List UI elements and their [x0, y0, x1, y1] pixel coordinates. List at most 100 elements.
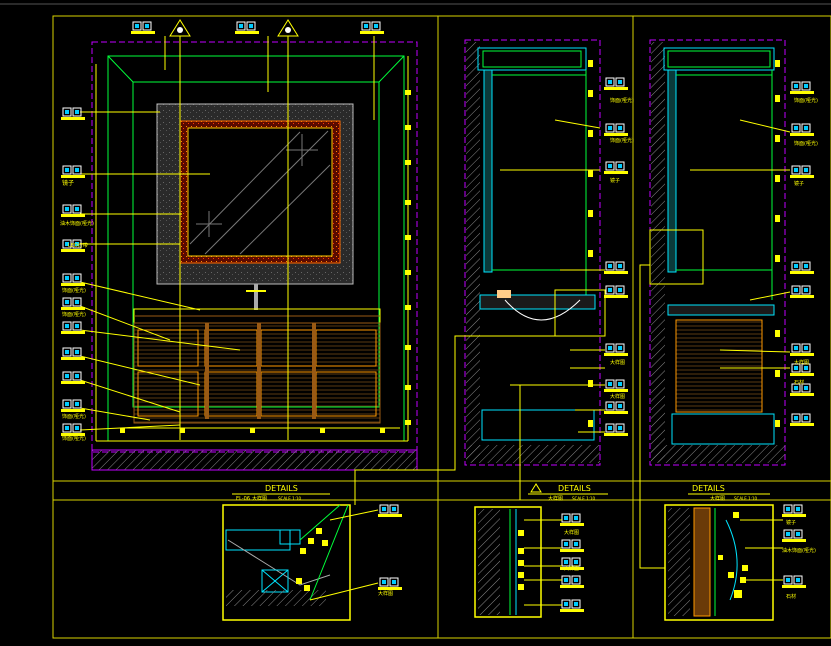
detail-callout — [554, 289, 606, 337]
title-heading: DETAILS — [265, 484, 298, 493]
elevation-boundary — [91, 41, 418, 453]
annotation-tag — [560, 599, 584, 612]
ceiling-cabinet — [663, 47, 775, 71]
title-right: DETAILS 大样图 SCALE 1:10 — [688, 484, 770, 502]
annotation-tag — [560, 513, 584, 526]
label-detail: 大样图 — [610, 359, 625, 366]
label-detail: 大样图 — [794, 359, 809, 366]
label-mirror: 镜子 — [794, 180, 804, 187]
annotation-tag — [782, 504, 806, 517]
label-detail: 大样图 — [564, 529, 579, 536]
annotation-tag — [790, 383, 814, 396]
annotation-tag — [61, 399, 85, 412]
annotation-tag — [790, 363, 814, 376]
mirror-panel-section — [483, 69, 493, 273]
annotation-tag — [782, 529, 806, 542]
label-veneer: 饰面(哑光) — [62, 311, 86, 318]
annotation-tag — [604, 379, 628, 392]
detail-callout — [649, 229, 704, 285]
label-finish: 饰面(哑光) — [794, 140, 818, 147]
floor-band — [91, 449, 418, 471]
label-detail: 大样图 — [610, 393, 625, 400]
annotation-tag — [360, 21, 384, 34]
right-section — [639, 39, 791, 569]
annotation-tag — [604, 123, 628, 136]
annotation-tag — [604, 161, 628, 174]
section-marker — [277, 19, 299, 37]
label-mirror-frame: 油木饰面(哑光) — [60, 220, 94, 227]
label-finish: 饰面(哑光) — [610, 137, 634, 144]
label-veneer: 饰面(哑光) — [62, 435, 86, 442]
annotation-tag — [61, 347, 85, 360]
faucet — [254, 284, 258, 310]
annotation-tag — [790, 343, 814, 356]
annotation-tag — [61, 239, 85, 252]
annotation-tag — [378, 577, 402, 590]
label-stone: 石材 — [794, 379, 804, 386]
label-stone: 石材 — [786, 593, 796, 600]
detail-1: 大样图 — [222, 504, 393, 621]
title-name: 大样图 — [548, 495, 563, 502]
annotation-tag — [604, 77, 628, 90]
annotation-tag — [604, 285, 628, 298]
title-name: 大样图 — [252, 495, 267, 502]
label-mirror: 镜子 — [610, 177, 620, 184]
annotation-tag — [61, 423, 85, 436]
annotation-tag — [790, 413, 814, 426]
title-scale: SCALE 1:10 — [734, 496, 758, 501]
title-scale: SCALE 1:10 — [278, 496, 302, 501]
middle-annotations: 饰面(哑光) 饰面(哑光) 镜子 大样图 大样图 — [610, 97, 634, 400]
annotation-tag — [131, 21, 155, 34]
detail-2: 大样图 大样图 — [474, 506, 579, 618]
annotation-tag — [604, 261, 628, 274]
title-middle: DETAILS 大样图 SCALE 1:10 — [528, 483, 608, 502]
annotation-tag — [61, 273, 85, 286]
title-left: DETAILS EL-06 大样图 SCALE 1:10 — [232, 484, 330, 502]
annotation-tag — [604, 343, 628, 356]
label-detail: 大样图 — [378, 590, 393, 597]
annotation-tag — [790, 123, 814, 136]
wall-hatch — [651, 42, 665, 462]
annotation-tag — [604, 401, 628, 414]
vanity-cabinet-side — [675, 319, 763, 413]
annotation-tag — [61, 297, 85, 310]
left-annotations: 镜子 油木饰面(哑光) LED灯带 饰面(哑光) 饰面(哑光) 饰面(哑光) 饰… — [60, 179, 94, 442]
annotation-tag — [604, 423, 628, 436]
right-annotations: 饰面(哑光) 饰面(哑光) 镜子 大样图 石材 — [794, 97, 818, 386]
mirror-glass — [187, 127, 333, 257]
title-code: EL-06 — [236, 496, 250, 502]
detail-3: 镜子 油木饰面(哑光) 石材 — [664, 504, 816, 621]
label-mirror: 镜子 — [786, 519, 796, 526]
annotation-tags — [61, 21, 814, 612]
annotation-tag — [61, 204, 85, 217]
title-heading: DETAILS — [558, 484, 591, 493]
annotation-tag — [790, 165, 814, 178]
label-detail: 大样图 — [564, 565, 579, 572]
annotation-tag — [790, 81, 814, 94]
cabinet-drawer — [137, 371, 199, 417]
annotation-tag — [560, 557, 584, 570]
label-mirror-glass: 镜子 — [62, 179, 74, 187]
label-veneer: 饰面(哑光) — [62, 287, 86, 294]
label-led-light: LED灯带 — [68, 242, 88, 249]
annotation-tag — [61, 165, 85, 178]
label-finish: 饰面(哑光) — [794, 97, 818, 104]
annotation-tag — [61, 107, 85, 120]
title-scale: SCALE 1:10 — [572, 496, 596, 501]
section-marker — [169, 19, 191, 37]
annotation-tag — [235, 21, 259, 34]
title-heading: DETAILS — [692, 484, 725, 493]
annotation-tag — [782, 575, 806, 588]
label-veneer: 饰面(哑光) — [62, 413, 86, 420]
annotation-tag — [61, 321, 85, 334]
annotation-tag — [61, 371, 85, 384]
annotation-tag — [790, 261, 814, 274]
cabinet-drawer — [137, 329, 199, 367]
sheet-frame — [0, 3, 831, 639]
annotation-tag — [560, 575, 584, 588]
middle-section — [354, 39, 606, 505]
left-elevation — [79, 19, 418, 471]
label-finish: 饰面(哑光) — [610, 97, 634, 104]
title-name: 大样图 — [710, 495, 725, 502]
